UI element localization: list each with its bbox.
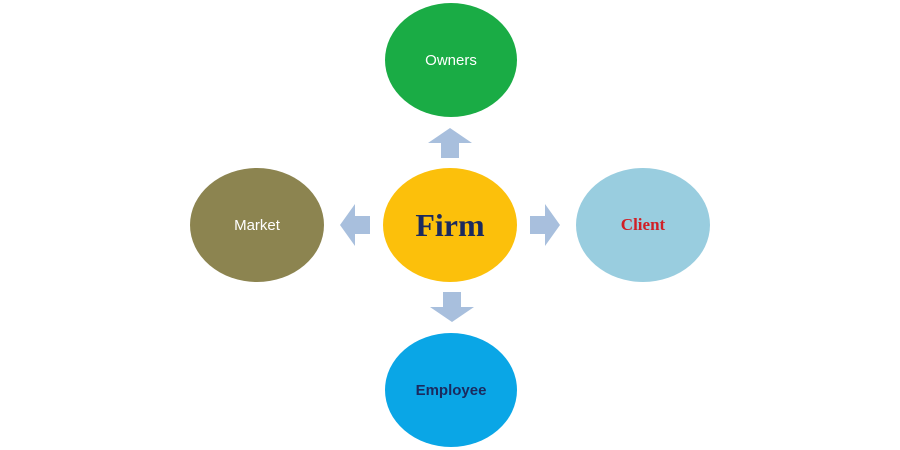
node-firm-label: Firm — [415, 206, 485, 243]
node-firm: Firm — [383, 168, 517, 282]
node-client: Client — [576, 168, 710, 282]
arrow-up-icon — [428, 128, 472, 158]
node-owners-label: Owners — [425, 51, 477, 69]
node-employee: Employee — [385, 333, 517, 447]
node-market-label: Market — [234, 216, 280, 234]
arrow-down-icon — [430, 292, 474, 322]
node-employee-label: Employee — [415, 381, 487, 399]
node-market: Market — [190, 168, 324, 282]
node-owners: Owners — [385, 3, 517, 117]
node-client-label: Client — [620, 215, 666, 234]
arrow-right-icon — [530, 204, 560, 246]
arrow-left-icon — [340, 204, 370, 246]
